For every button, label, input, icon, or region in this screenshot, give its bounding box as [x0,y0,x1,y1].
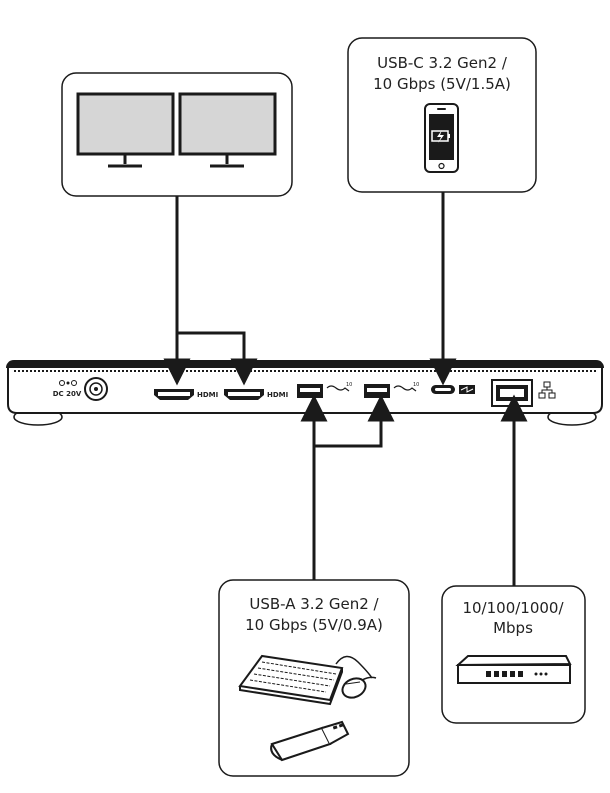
usb-a-port-icon [297,384,323,398]
ethernet-label-line2: Mbps [493,619,533,637]
usb-a-connection-line-b [314,394,395,448]
usb-a-label-line2: 10 Gbps (5V/0.9A) [245,616,383,634]
dc-label: DC 20V [53,390,82,398]
superspeed-icon: 10 [326,382,352,392]
ethernet-port-icon [491,379,533,407]
usb-a-box: USB-A 3.2 Gen2 / 10 Gbps (5V/0.9A) [218,579,410,777]
hdmi-port-icon [224,389,264,400]
ethernet-box: 10/100/1000/ Mbps [441,585,586,724]
dual-monitor-icon [76,92,277,168]
dc-jack-icon [84,377,108,401]
monitors-box [61,72,293,197]
superspeed-icon: 10 [393,382,419,392]
network-switch-icon [455,655,572,684]
svg-text:10: 10 [413,382,419,388]
ethernet-label-line1: 10/100/1000/ [462,599,564,617]
hdmi-label-2: HDMI [267,391,288,399]
docking-station: DC 20V HDMI HDMI 10 [6,360,604,426]
svg-text:10: 10 [346,382,352,388]
usb-c-label-line2: 10 Gbps (5V/1.5A) [373,75,511,93]
hdmi-connection-line-b [177,331,258,386]
mouse-icon [341,676,377,699]
superspeed-icon [459,385,475,394]
usb-c-label-line1: USB-C 3.2 Gen2 / [377,54,508,72]
hdmi-label-1: HDMI [197,391,218,399]
usb-flash-drive-icon [270,720,350,762]
usb-a-label-line1: USB-A 3.2 Gen2 / [249,595,379,613]
usb-a-port-icon [364,384,390,398]
network-icon [538,381,556,399]
usb-c-port-icon [431,385,455,394]
usb-c-box: USB-C 3.2 Gen2 / 10 Gbps (5V/1.5A) [347,37,537,193]
connection-lines [163,192,528,586]
smartphone-charging-icon [424,103,459,173]
dc-polarity-icon [59,380,77,386]
hdmi-port-icon [154,389,194,400]
keyboard-icon [238,654,373,706]
